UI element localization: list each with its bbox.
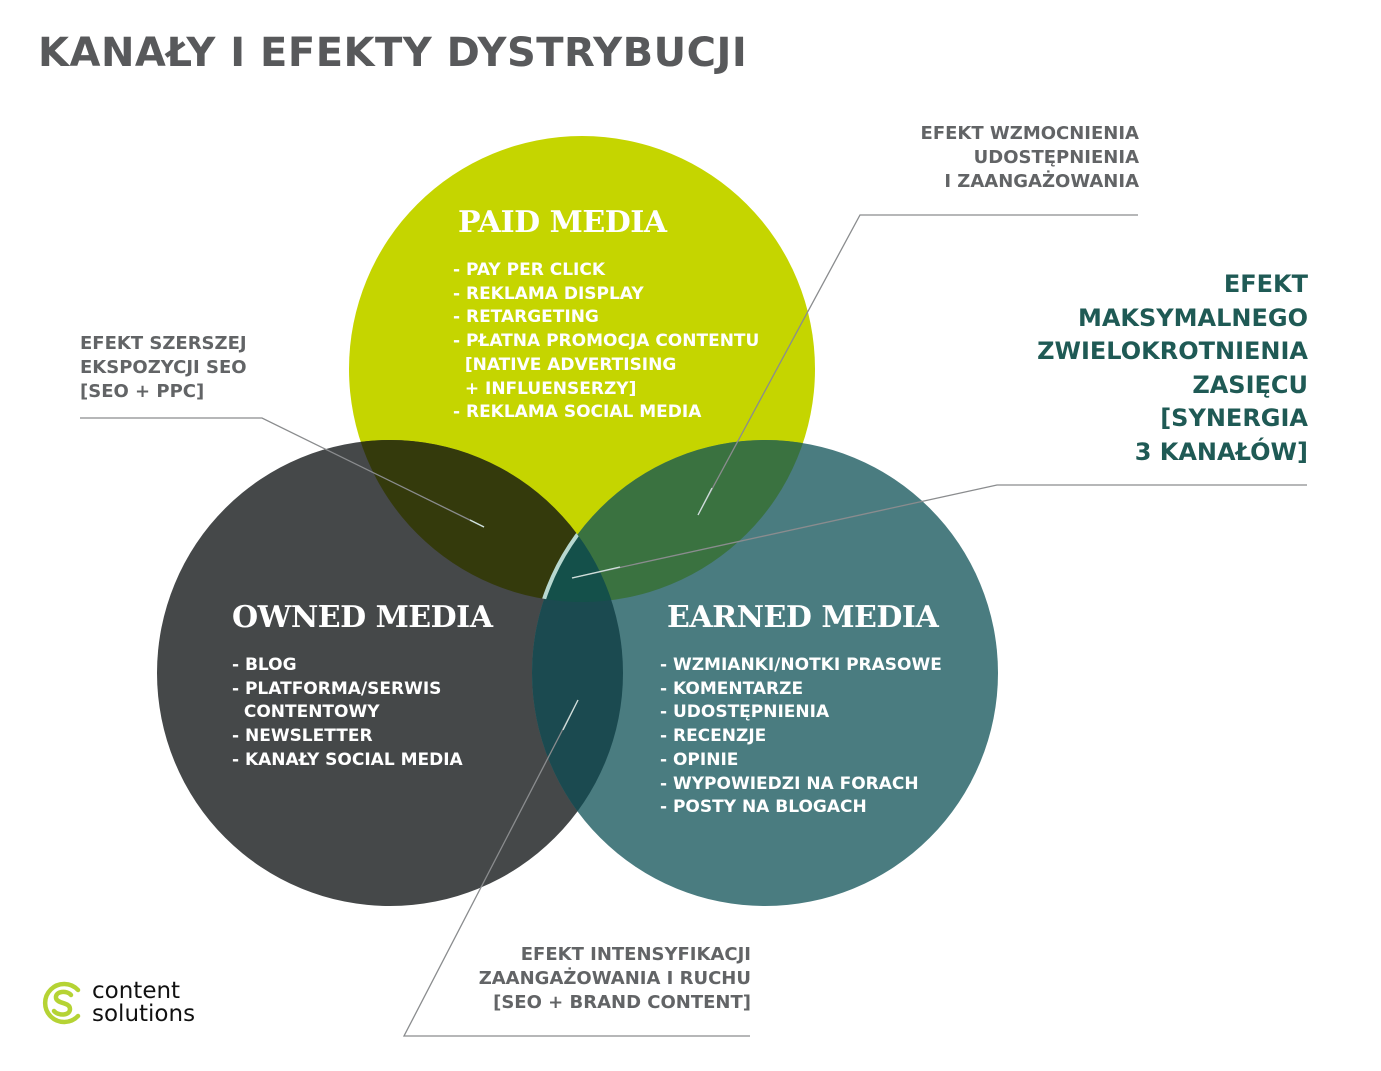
list-item: - KOMENTARZE xyxy=(660,678,804,699)
list-item: CONTENTOWY xyxy=(232,702,380,723)
leader-line-seo xyxy=(80,417,485,528)
list-item: - PAY PER CLICK xyxy=(453,260,605,280)
list-item: [NATIVE ADVERTISING xyxy=(453,354,677,375)
paid-media-title: PAID MEDIA xyxy=(458,205,667,240)
list-item: - POSTY NA BLOGACH xyxy=(660,797,867,818)
owned-media-title: OWNED MEDIA xyxy=(232,600,493,635)
list-item: - BLOG xyxy=(232,655,297,675)
earned-media-list: - WZMIANKI/NOTKI PRASOWE - KOMENTARZE - … xyxy=(660,654,942,820)
leader-line-engagement xyxy=(402,699,750,1037)
page-title: KANAŁY I EFEKTY DYSTRYBUCJI xyxy=(38,30,748,76)
owned-media-list: - BLOG - PLATFORMA/SERWIS CONTENTOWY - N… xyxy=(232,654,463,773)
list-item: - KANAŁY SOCIAL MEDIA xyxy=(232,749,463,770)
list-item: - REKLAMA DISPLAY xyxy=(453,283,644,304)
paid-media-list: - PAY PER CLICK - REKLAMA DISPLAY - RETA… xyxy=(453,259,759,425)
list-item: - RECENZJE xyxy=(660,726,767,747)
logo-icon xyxy=(42,981,81,1025)
list-item: - UDOSTĘPNIENIA xyxy=(660,702,830,723)
list-item: - WZMIANKI/NOTKI PRASOWE xyxy=(660,655,942,675)
leader-line-synergy xyxy=(571,484,1307,579)
leader-line-amplification xyxy=(697,214,1138,516)
list-item: - REKLAMA SOCIAL MEDIA xyxy=(453,402,702,423)
list-item: - NEWSLETTER xyxy=(232,726,373,747)
earned-media-title: EARNED MEDIA xyxy=(667,600,939,635)
list-item: - OPINIE xyxy=(660,749,739,770)
list-item: - RETARGETING xyxy=(453,307,599,328)
paid-owned-overlap xyxy=(349,440,623,602)
list-item: - WYPOWIEDZI NA FORACH xyxy=(660,773,919,794)
paid-earned-overlap xyxy=(532,440,815,602)
list-item: + INFLUENSERZY] xyxy=(453,378,637,399)
list-item: - PLATFORMA/SERWIS xyxy=(232,678,442,699)
list-item: - PŁATNA PROMOCJA CONTENTU xyxy=(453,331,760,352)
